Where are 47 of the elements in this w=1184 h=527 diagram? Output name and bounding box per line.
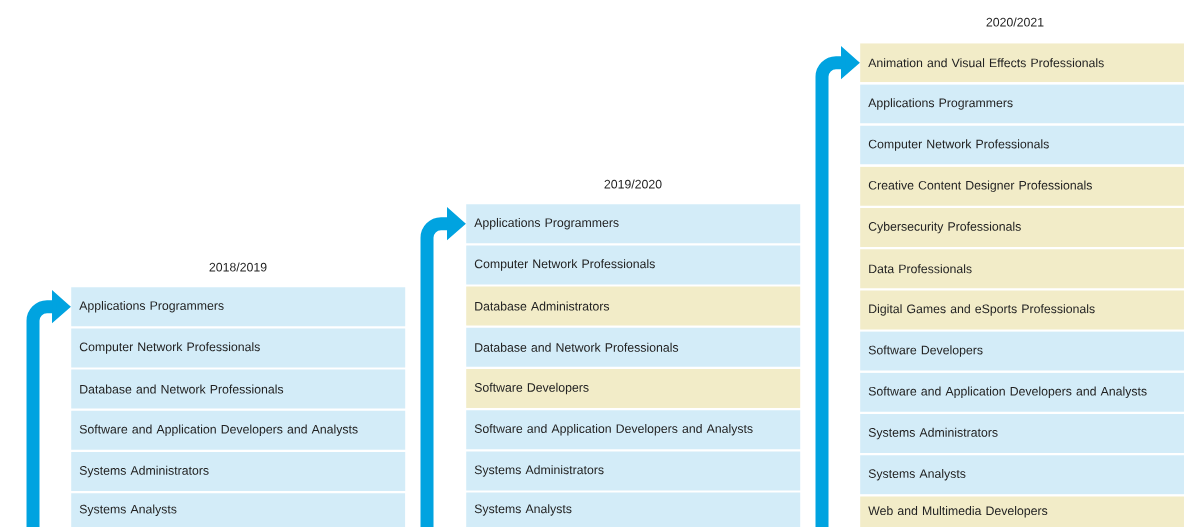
list-box: Computer Network Professionals <box>466 245 801 285</box>
year-heading: 2020/2021 <box>986 17 1044 27</box>
node-label: Applications Programmers <box>79 300 224 313</box>
node-label: Computer Network Professionals <box>474 259 655 271</box>
year-heading: 2018/2019 <box>209 262 267 272</box>
node-label: Software and Application Developers and Analysts <box>474 423 753 436</box>
node-label: Software Developers <box>868 345 983 357</box>
node-label: Digital Games and eSports Professionals <box>869 304 1095 316</box>
node-label: Applications Programmers <box>868 98 1013 110</box>
list-box: Software and Application Developers and Analysts <box>860 372 1184 412</box>
list-box: Software Developers <box>466 369 801 408</box>
year-heading: 2019/2020 <box>604 179 662 189</box>
list-box: Database Administrators <box>466 286 801 326</box>
list-box: Computer Network Professionals <box>860 125 1184 165</box>
list-box: Software Developers <box>860 331 1184 371</box>
list-box: Systems Analysts <box>860 455 1184 495</box>
list-box: Creative Content Designer Professionals <box>860 166 1184 206</box>
list-box: Applications Programmers <box>466 204 801 244</box>
node-label: Systems Analysts <box>868 468 966 481</box>
node-label: Computer Network Professionals <box>79 342 260 354</box>
node-label: Computer Network Professionals <box>868 139 1049 151</box>
node-label: Systems Administrators <box>474 465 604 477</box>
node-label: Creative Content Designer Professionals <box>868 180 1092 193</box>
list-box: Web and Multimedia Developers <box>860 496 1184 527</box>
list-box: Software and Application Developers and Analysts <box>71 410 406 450</box>
node-label: Software and Application Developers and Analysts <box>868 386 1147 399</box>
list-box: Applications Programmers <box>860 84 1184 124</box>
list-box: Software and Application Developers and Analysts <box>466 410 801 450</box>
list-box: Data Professionals <box>860 249 1184 289</box>
list-box: Systems Analysts <box>466 492 801 527</box>
list-box: Digital Games and eSports Professionals <box>860 290 1184 330</box>
list-box: Database and Network Professionals <box>71 369 406 409</box>
list-box: Applications Programmers <box>71 287 406 327</box>
node-label: Data Professionals <box>869 264 972 274</box>
list-box: Animation and Visual Effects Professionals <box>860 43 1184 83</box>
list-box: Systems Administrators <box>71 452 406 491</box>
node-label: Applications Programmers <box>474 217 619 230</box>
list-box: Database and Network Professionals <box>466 327 801 367</box>
node-label: Database and Network Professionals <box>80 384 284 394</box>
list-box: Systems Analysts <box>71 493 406 527</box>
list-box: Systems Administrators <box>860 414 1184 453</box>
node-label: Systems Analysts <box>474 504 572 516</box>
node-label: Systems Analysts <box>79 504 177 516</box>
list-box: Cybersecurity Professionals <box>860 208 1184 247</box>
list-box: Computer Network Professionals <box>71 328 406 368</box>
list-box: Systems Administrators <box>466 451 801 491</box>
node-label: Software and Application Developers and Analysts <box>79 424 358 437</box>
